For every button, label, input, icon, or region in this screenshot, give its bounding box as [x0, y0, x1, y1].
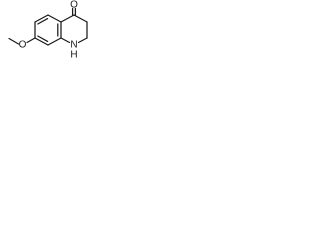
bond-c4-c3 [73, 14, 88, 23]
bond-c7-c8-inner [37, 35, 49, 43]
bond-c7-o [26, 37, 36, 44]
amine-nitrogen-label: N [70, 40, 77, 51]
amine-hydrogen-label: H [70, 50, 77, 61]
ether-oxygen-label: O [19, 40, 27, 51]
benzene-ring [34, 14, 62, 46]
bond-n1-c8a [60, 37, 71, 44]
bond-c8-c8a [47, 37, 62, 46]
bond-o-ch3 [8, 37, 20, 45]
bond-c5-c6 [34, 14, 49, 23]
bond-c7-c8 [34, 37, 49, 46]
carbonyl-oxygen-label: O [70, 0, 78, 11]
bond-c4a-c4 [60, 14, 75, 23]
bond-c2-n1 [77, 37, 88, 44]
bond-c4a-c5 [47, 14, 62, 23]
bond-c6-c6-inner [37, 17, 49, 25]
saturated-ring [60, 14, 88, 44]
chemical-structure: O O N H [8, 0, 88, 61]
methoxy-group [8, 37, 36, 45]
carbonyl-group [71, 7, 77, 16]
